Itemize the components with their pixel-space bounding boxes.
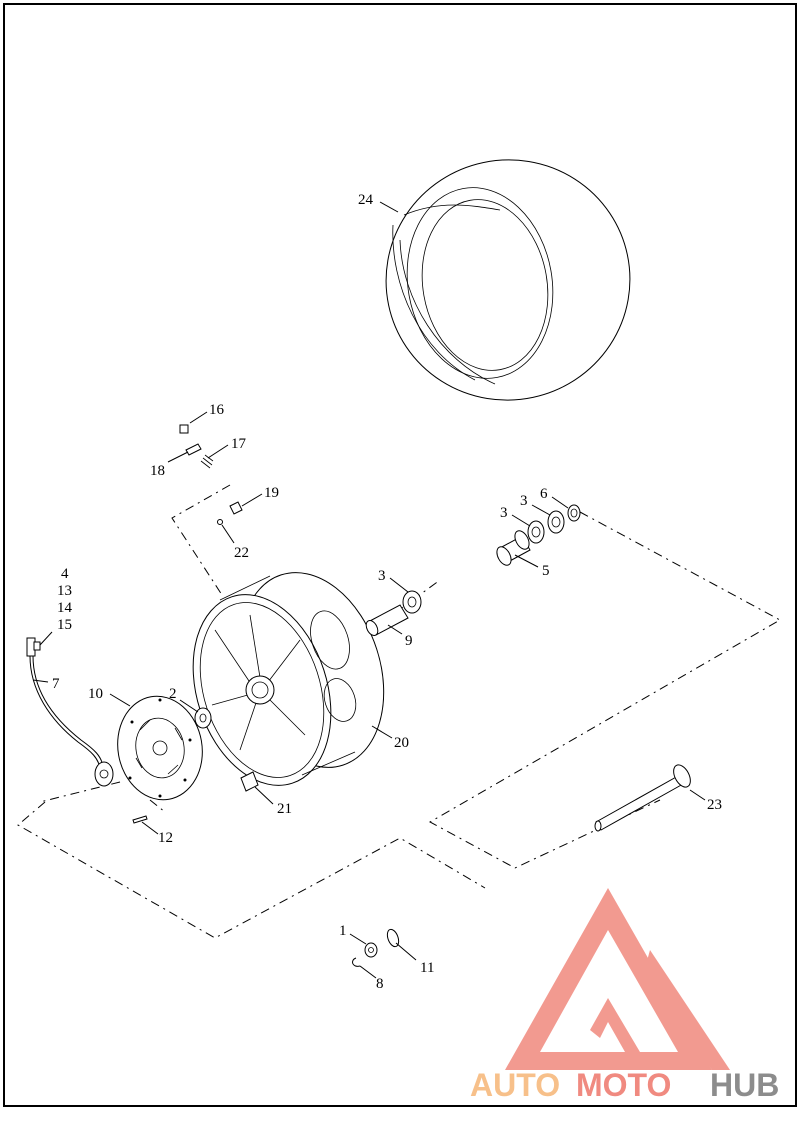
logo-word-hub: HUB (710, 1067, 779, 1103)
callout-13: 13 (57, 583, 72, 599)
callout-18: 18 (150, 463, 165, 479)
callout-6: 6 (540, 486, 548, 502)
callout-16: 16 (209, 402, 225, 418)
callout-24: 24 (358, 192, 374, 208)
callout-21: 21 (277, 801, 292, 817)
logo-word-moto: MOTO (576, 1067, 671, 1103)
logo-triangle-outer (505, 888, 712, 1070)
callout-23: 23 (707, 797, 722, 813)
callout-2: 2 (169, 686, 177, 702)
callout-15: 15 (57, 617, 72, 633)
callout-1: 1 (339, 923, 347, 939)
callout-10: 10 (88, 686, 103, 702)
callout-3-bearing-wheel: 3 (378, 568, 386, 584)
small-hardware (132, 771, 400, 967)
assembly-line-disc (149, 799, 166, 813)
callout-11: 11 (420, 960, 434, 976)
brake-disc (117, 695, 203, 801)
callouts: 24 16 17 18 19 22 3 3 6 5 3 9 4 13 14 15… (52, 192, 722, 992)
callout-5: 5 (542, 563, 550, 579)
callout-12: 12 (158, 830, 173, 846)
logo-triangle-right (645, 950, 730, 1070)
assembly-line-left (17, 801, 486, 939)
callout-19: 19 (264, 485, 279, 501)
automotohub-logo: AUTO MOTO HUB (470, 888, 779, 1103)
assembly-line-sensor (39, 781, 121, 803)
callout-20: 20 (394, 735, 409, 751)
logo-triangle-inner (590, 998, 640, 1052)
callout-8: 8 (376, 976, 384, 992)
diagram-frame (3, 3, 797, 1107)
callout-4: 4 (61, 566, 69, 582)
leader-lines (32, 201, 706, 979)
callout-14: 14 (57, 600, 73, 616)
callout-7: 7 (52, 676, 60, 692)
abs-sensor (26, 637, 114, 787)
callout-22: 22 (234, 545, 249, 561)
axle (594, 764, 691, 832)
bearings-and-spacers (194, 504, 581, 729)
callout-3-bearing-right-b: 3 (520, 493, 528, 509)
callout-9: 9 (405, 633, 413, 649)
tire (385, 159, 631, 401)
assembly-line-valve (171, 484, 231, 596)
cast-wheel (192, 572, 385, 786)
valve-stem (179, 424, 243, 525)
callout-3-bearing-right-a: 3 (500, 505, 508, 521)
assembly-line-right (428, 511, 782, 869)
logo-word-auto: AUTO (470, 1067, 560, 1103)
callout-17: 17 (231, 436, 247, 452)
